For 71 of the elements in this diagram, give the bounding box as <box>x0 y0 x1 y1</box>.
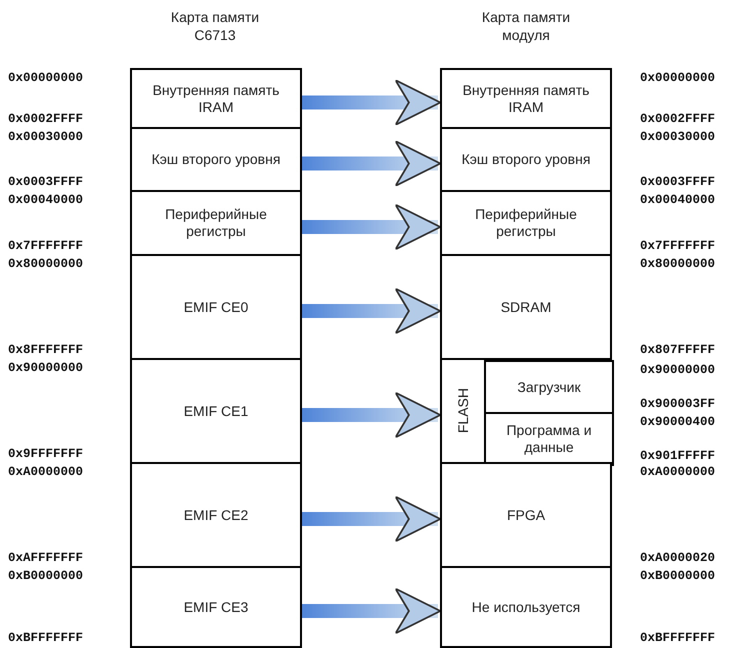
memory-block <box>440 68 612 129</box>
block-label: Программа и данные <box>505 422 593 456</box>
block-arrow <box>302 140 442 187</box>
memory-block <box>440 358 612 464</box>
address-label: 0x00000000 <box>8 71 84 85</box>
memory-block <box>440 127 612 192</box>
address-label: 0x00030000 <box>640 130 716 144</box>
address-label: 0x8FFFFFFF <box>8 343 84 357</box>
address-label: 0x80000000 <box>640 257 716 271</box>
block-arrow <box>302 288 442 334</box>
block-arrow <box>302 204 442 250</box>
address-label: 0x7FFFFFFF <box>640 239 716 253</box>
address-label: 0xBFFFFFFF <box>640 631 716 645</box>
address-label: 0x80000000 <box>8 257 84 271</box>
address-label: 0xB0000000 <box>8 569 84 583</box>
memory-block <box>440 254 612 360</box>
address-label: 0x900003FF <box>640 397 716 411</box>
address-label: 0xA0000000 <box>8 465 84 479</box>
address-label: 0x90000000 <box>640 363 716 377</box>
memory-block <box>130 462 302 568</box>
block-label: EMIF CE1 <box>184 402 248 420</box>
block-label: Кэш второго уровня <box>152 151 280 168</box>
block-label: EMIF CE3 <box>184 598 248 616</box>
block-label: Внутренняя память IRAM <box>152 82 280 116</box>
address-label: 0x90000400 <box>640 415 716 429</box>
address-label: 0x0003FFFF <box>8 175 84 189</box>
address-label: 0x00040000 <box>640 193 716 207</box>
block-label: SDRAM <box>500 298 552 316</box>
address-label: 0x00000000 <box>640 71 716 85</box>
address-label: 0x7FFFFFFF <box>8 239 84 253</box>
memory-block <box>440 566 612 648</box>
column-heading: Карта памяти C6713 <box>170 8 260 44</box>
address-label: 0xA0000000 <box>640 465 716 479</box>
block-arrow <box>302 588 442 634</box>
address-label: 0x901FFFFF <box>640 449 716 463</box>
memory-block <box>484 412 614 466</box>
memory-block <box>130 566 302 648</box>
block-label: EMIF CE0 <box>184 298 248 316</box>
block-label: Загрузчик <box>517 378 581 396</box>
address-label: 0x00030000 <box>8 130 84 144</box>
memory-block <box>440 462 612 568</box>
block-arrow <box>302 79 442 126</box>
address-label: 0x90000000 <box>8 361 84 375</box>
block-arrow <box>302 496 442 542</box>
address-label: 0x807FFFFF <box>640 343 716 357</box>
address-label: 0xBFFFFFFF <box>8 631 84 645</box>
memory-block <box>130 68 302 129</box>
address-label: 0xB0000000 <box>640 569 716 583</box>
memory-block <box>130 127 302 192</box>
memory-block <box>484 360 614 414</box>
address-label: 0x0003FFFF <box>640 175 716 189</box>
block-label: Кэш второго уровня <box>462 151 590 168</box>
address-label: 0xA0000020 <box>640 551 716 565</box>
address-label: 0x0002FFFF <box>640 112 716 126</box>
memory-block <box>130 254 302 360</box>
memory-block <box>130 190 302 256</box>
column-heading: Карта памяти модуля <box>480 8 572 44</box>
block-label: FLASH <box>455 388 471 434</box>
block-label: FPGA <box>506 506 546 524</box>
address-label: 0xAFFFFFFF <box>8 551 84 565</box>
block-label: Внутренняя память IRAM <box>462 82 590 116</box>
address-label: 0x0002FFFF <box>8 112 84 126</box>
address-label: 0x00040000 <box>8 193 84 207</box>
block-label: EMIF CE2 <box>184 506 248 524</box>
block-label: Периферийные регистры <box>474 206 578 240</box>
memory-block <box>130 358 302 464</box>
memory-block <box>440 190 612 256</box>
block-arrow <box>302 392 442 438</box>
block-label: Периферийные регистры <box>164 206 268 240</box>
block-label: Не используется <box>472 598 580 616</box>
address-label: 0x9FFFFFFF <box>8 447 84 461</box>
